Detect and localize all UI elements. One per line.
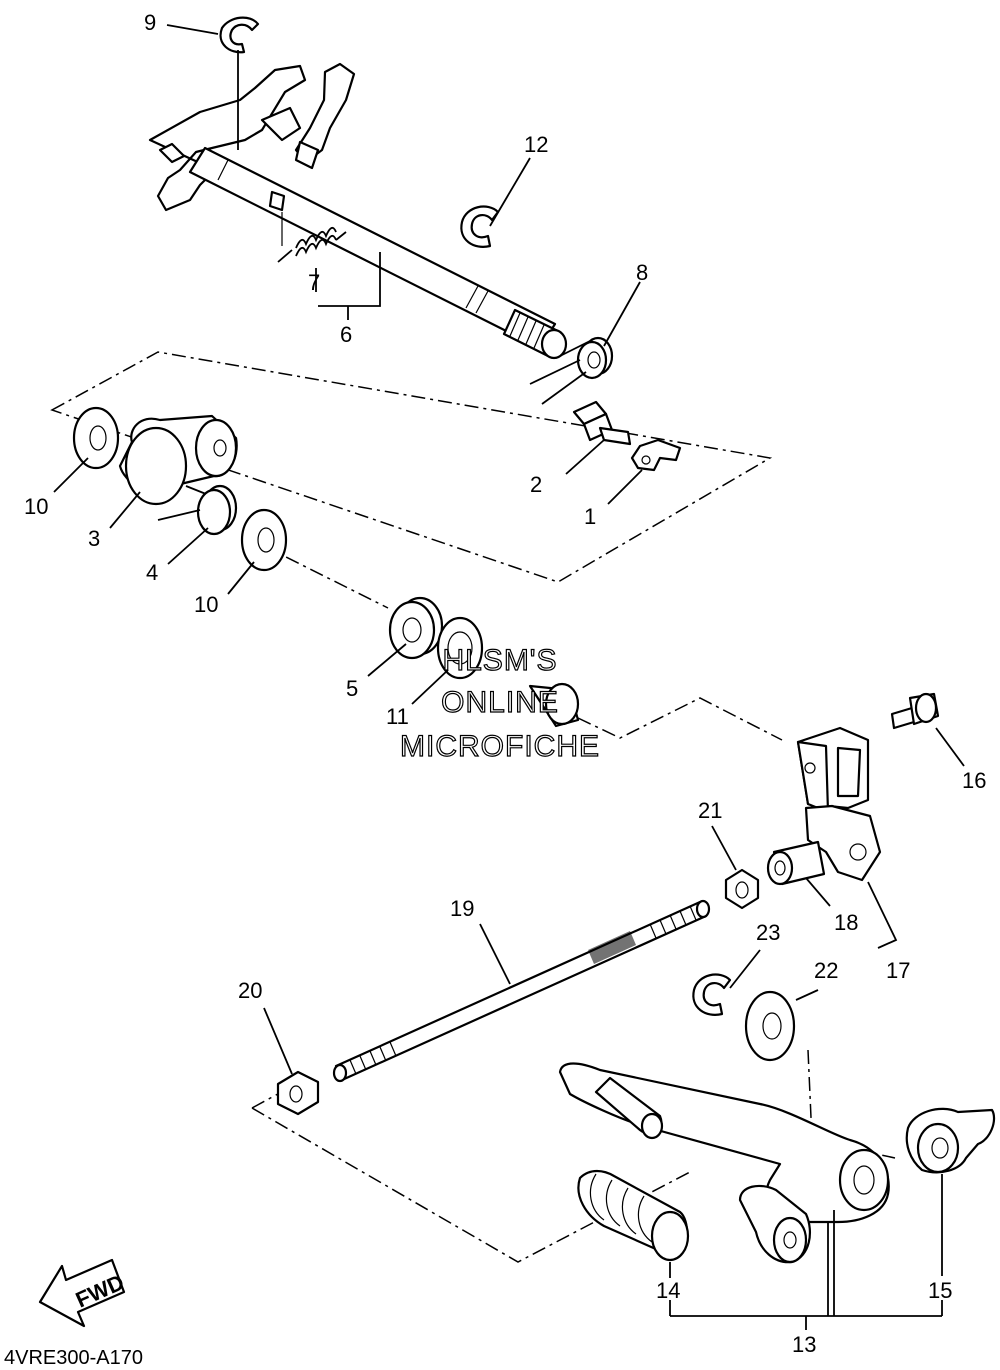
callout-labels: 1 2 3 4 5 6 7 8 9 10 10 11 12 13 14 15 1… [24,10,986,1357]
callout-6: 6 [340,322,352,347]
watermark-line-1: HLSM'S [442,644,557,677]
circlip-23 [692,973,732,1016]
circlip-12 [460,205,500,248]
callout-19: 19 [450,896,474,921]
callout-14: 14 [656,1278,680,1303]
callout-16: 16 [962,768,986,793]
shift-rod-19 [332,899,711,1083]
shift-pedal-13 [558,1062,890,1264]
shaft-axis-dashline [261,544,389,609]
footpeg-rubber-14 [577,1169,690,1262]
shift-arm-collar-3 [118,414,238,506]
callout-4: 4 [146,560,158,585]
return-spring-8 [529,336,614,405]
nut-21 [724,868,760,910]
callout-7: 7 [308,270,320,295]
oil-seal-11 [436,616,484,680]
shift-shaft-assembly [148,62,568,360]
washer-22 [744,990,796,1062]
washer-10-lower [240,508,288,572]
callout-1: 1 [584,504,596,529]
callout-10b: 10 [194,592,218,617]
leader-lines [53,24,965,1330]
callout-2: 2 [530,472,542,497]
stopper-bolt-2 [572,400,632,446]
callout-20: 20 [238,978,262,1003]
callout-22: 22 [814,958,838,983]
callout-13: 13 [792,1332,816,1357]
watermark-line-3: MICROFICHE [400,730,600,763]
callout-8: 8 [636,260,648,285]
diagram-code: 4VRE300-A170 [4,1347,143,1369]
washer-10-upper [72,406,120,470]
torsion-spring-7 [277,226,347,263]
watermark: HLSM'S ONLINE MICROFICHE [399,643,600,763]
callout-21: 21 [698,798,722,823]
stopper-plate-1 [630,438,682,472]
shift-lever-joint-17 [796,726,882,882]
bolt-16 [890,692,940,730]
upper-assembly-outline [50,351,773,583]
callout-15: 15 [928,1278,952,1303]
callout-5: 5 [346,676,358,701]
fwd-arrow-icon: FWD [38,1258,128,1328]
shaft-to-lever-dashline [577,697,783,741]
callout-18: 18 [834,910,858,935]
bearing-5 [388,596,444,660]
nut-20 [276,1070,320,1116]
rod-end-18 [766,840,826,886]
callout-10a: 10 [24,494,48,519]
callout-9: 9 [144,10,156,35]
spring-4 [157,484,238,536]
callout-11: 11 [386,704,409,729]
watermark-line-2: ONLINE [441,686,559,719]
circlip-9 [219,16,260,54]
shaft-collar [528,682,580,728]
callout-12: 12 [524,132,548,157]
callout-17: 17 [886,958,910,983]
callout-23: 23 [756,920,780,945]
callout-3: 3 [88,526,100,551]
ball-joint-15 [905,1107,996,1174]
